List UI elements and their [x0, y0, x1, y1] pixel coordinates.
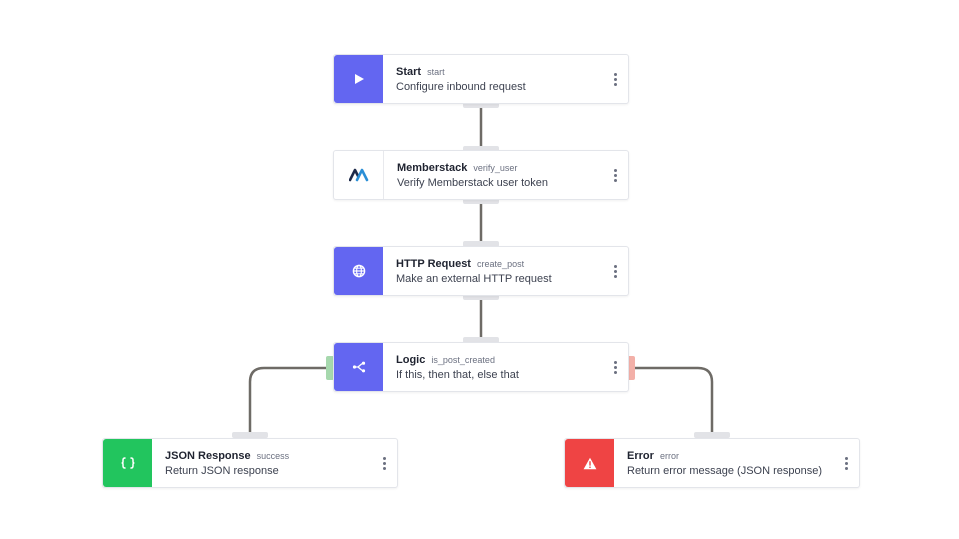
more-options-icon[interactable]: [602, 55, 628, 103]
more-options-icon[interactable]: [833, 439, 859, 487]
http-input-port[interactable]: [463, 241, 499, 247]
braces-icon: [121, 457, 134, 469]
node-identifier: create_post: [477, 259, 525, 269]
node-title: Start: [396, 66, 422, 78]
memberstack-text: Memberstack verify_user Verify Membersta…: [384, 151, 602, 199]
error-icon-box: [565, 439, 614, 487]
memberstack-logo-icon: [348, 168, 368, 182]
logic-success-port[interactable]: [326, 356, 334, 380]
node-title: Logic: [396, 354, 426, 366]
http-output-port[interactable]: [463, 294, 499, 300]
branch-icon: [352, 361, 365, 373]
node-description: Return error message (JSON response): [627, 465, 823, 477]
logic-error-port[interactable]: [627, 356, 635, 380]
node-memberstack[interactable]: Memberstack verify_user Verify Membersta…: [333, 150, 629, 200]
node-description: Verify Memberstack user token: [397, 177, 549, 189]
more-options-icon[interactable]: [602, 343, 628, 391]
node-http-request[interactable]: HTTP Request create_post Make an externa…: [333, 246, 629, 296]
node-logic[interactable]: Logic is_post_created If this, then that…: [333, 342, 629, 392]
http-text: HTTP Request create_post Make an externa…: [383, 247, 602, 295]
logic-input-port[interactable]: [463, 337, 499, 343]
node-error[interactable]: Error error Return error message (JSON r…: [564, 438, 860, 488]
error-text: Error error Return error message (JSON r…: [614, 439, 833, 487]
node-title: JSON Response: [165, 450, 251, 462]
node-description: Return JSON response: [165, 465, 279, 477]
error-input-port[interactable]: [694, 432, 730, 438]
node-identifier: verify_user: [473, 163, 518, 173]
warning-icon: [583, 457, 596, 469]
json-icon-box: [103, 439, 152, 487]
node-title: Memberstack: [397, 162, 468, 174]
node-identifier: is_post_created: [431, 355, 495, 365]
more-options-icon[interactable]: [602, 151, 628, 199]
memberstack-icon-box: [334, 151, 384, 199]
wire-logic-success: [248, 366, 330, 434]
node-description: If this, then that, else that: [396, 369, 519, 381]
json-input-port[interactable]: [232, 432, 268, 438]
memberstack-output-port[interactable]: [463, 198, 499, 204]
http-icon-box: [334, 247, 383, 295]
node-identifier: error: [659, 451, 679, 461]
node-identifier: success: [256, 451, 290, 461]
node-title: HTTP Request: [396, 258, 471, 270]
node-identifier: start: [427, 67, 445, 77]
node-description: Make an external HTTP request: [396, 273, 552, 285]
json-text: JSON Response success Return JSON respon…: [152, 439, 371, 487]
globe-icon: [352, 264, 365, 278]
play-icon: [354, 74, 364, 84]
logic-text: Logic is_post_created If this, then that…: [383, 343, 602, 391]
node-start[interactable]: Start start Configure inbound request: [333, 54, 629, 104]
start-text: Start start Configure inbound request: [383, 55, 602, 103]
more-options-icon[interactable]: [371, 439, 397, 487]
node-json-response[interactable]: JSON Response success Return JSON respon…: [102, 438, 398, 488]
node-description: Configure inbound request: [396, 81, 526, 93]
start-output-port[interactable]: [463, 102, 499, 108]
node-title: Error: [627, 450, 654, 462]
logic-icon-box: [334, 343, 383, 391]
memberstack-input-port[interactable]: [463, 146, 499, 152]
wire-logic-error: [632, 366, 714, 434]
start-icon-box: [334, 55, 383, 103]
more-options-icon[interactable]: [602, 247, 628, 295]
